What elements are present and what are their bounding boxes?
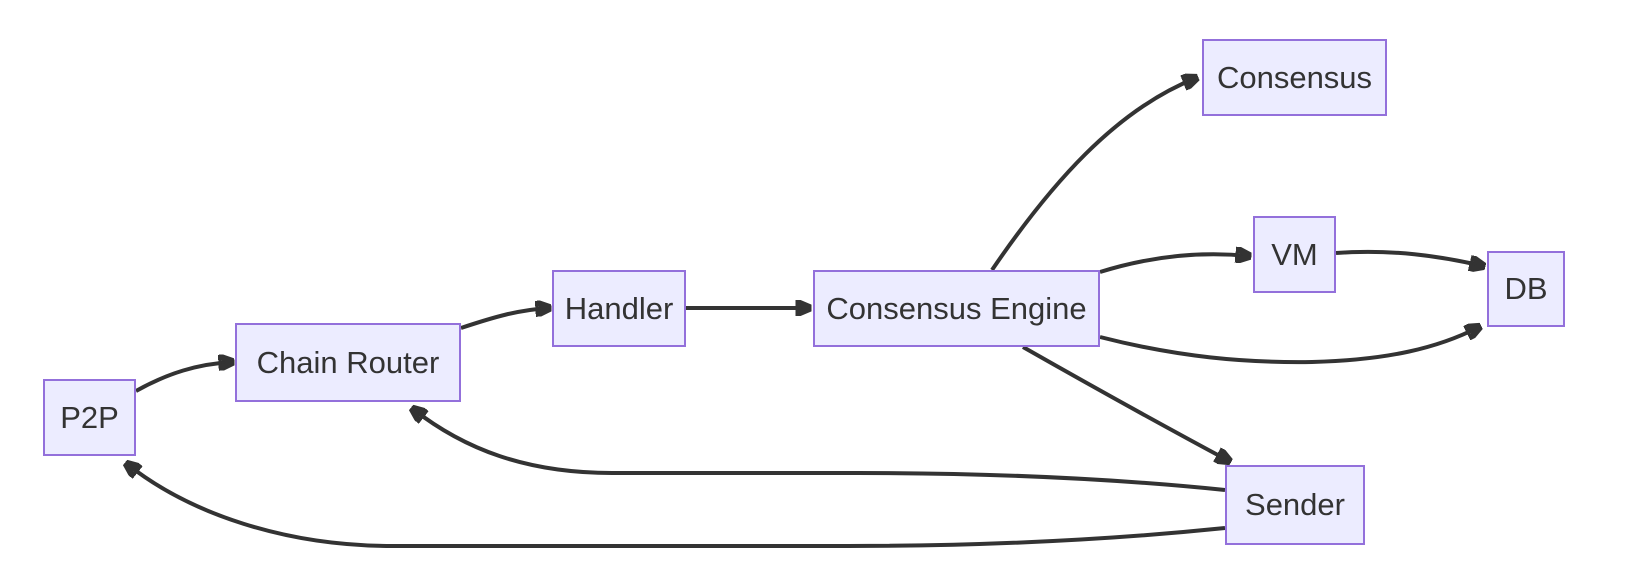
node-p2p-label: P2P: [60, 399, 119, 435]
node-consensus: Consensus: [1202, 39, 1387, 116]
edge-consensus-engine-to-vm: [1099, 254, 1249, 274]
node-consensus-engine: Consensus Engine: [813, 270, 1100, 347]
node-chain-router: Chain Router: [235, 323, 461, 402]
edge-chain-router-to-handler: [460, 308, 549, 330]
node-consensus-engine-label: Consensus Engine: [826, 290, 1087, 326]
node-db-label: DB: [1504, 271, 1548, 306]
node-db: DB: [1487, 251, 1565, 327]
node-chain-router-label: Chain Router: [256, 344, 440, 380]
edge-consensus-engine-to-sender: [1022, 345, 1229, 461]
node-handler-label: Handler: [564, 290, 674, 326]
edge-p2p-to-chain-router: [135, 362, 232, 393]
node-handler: Handler: [552, 270, 686, 347]
edge-sender-to-chain-router: [413, 409, 1226, 492]
node-sender-label: Sender: [1245, 487, 1345, 522]
node-consensus-label: Consensus: [1216, 59, 1373, 95]
node-vm: VM: [1253, 216, 1336, 293]
edge-consensus-engine-to-db: [1099, 327, 1479, 365]
edge-consensus-engine-to-consensus: [990, 78, 1196, 272]
node-vm-label: VM: [1271, 236, 1318, 272]
edge-sender-to-p2p: [127, 464, 1226, 548]
node-p2p: P2P: [43, 379, 136, 456]
node-sender: Sender: [1225, 465, 1365, 545]
edge-vm-to-db: [1335, 249, 1483, 266]
